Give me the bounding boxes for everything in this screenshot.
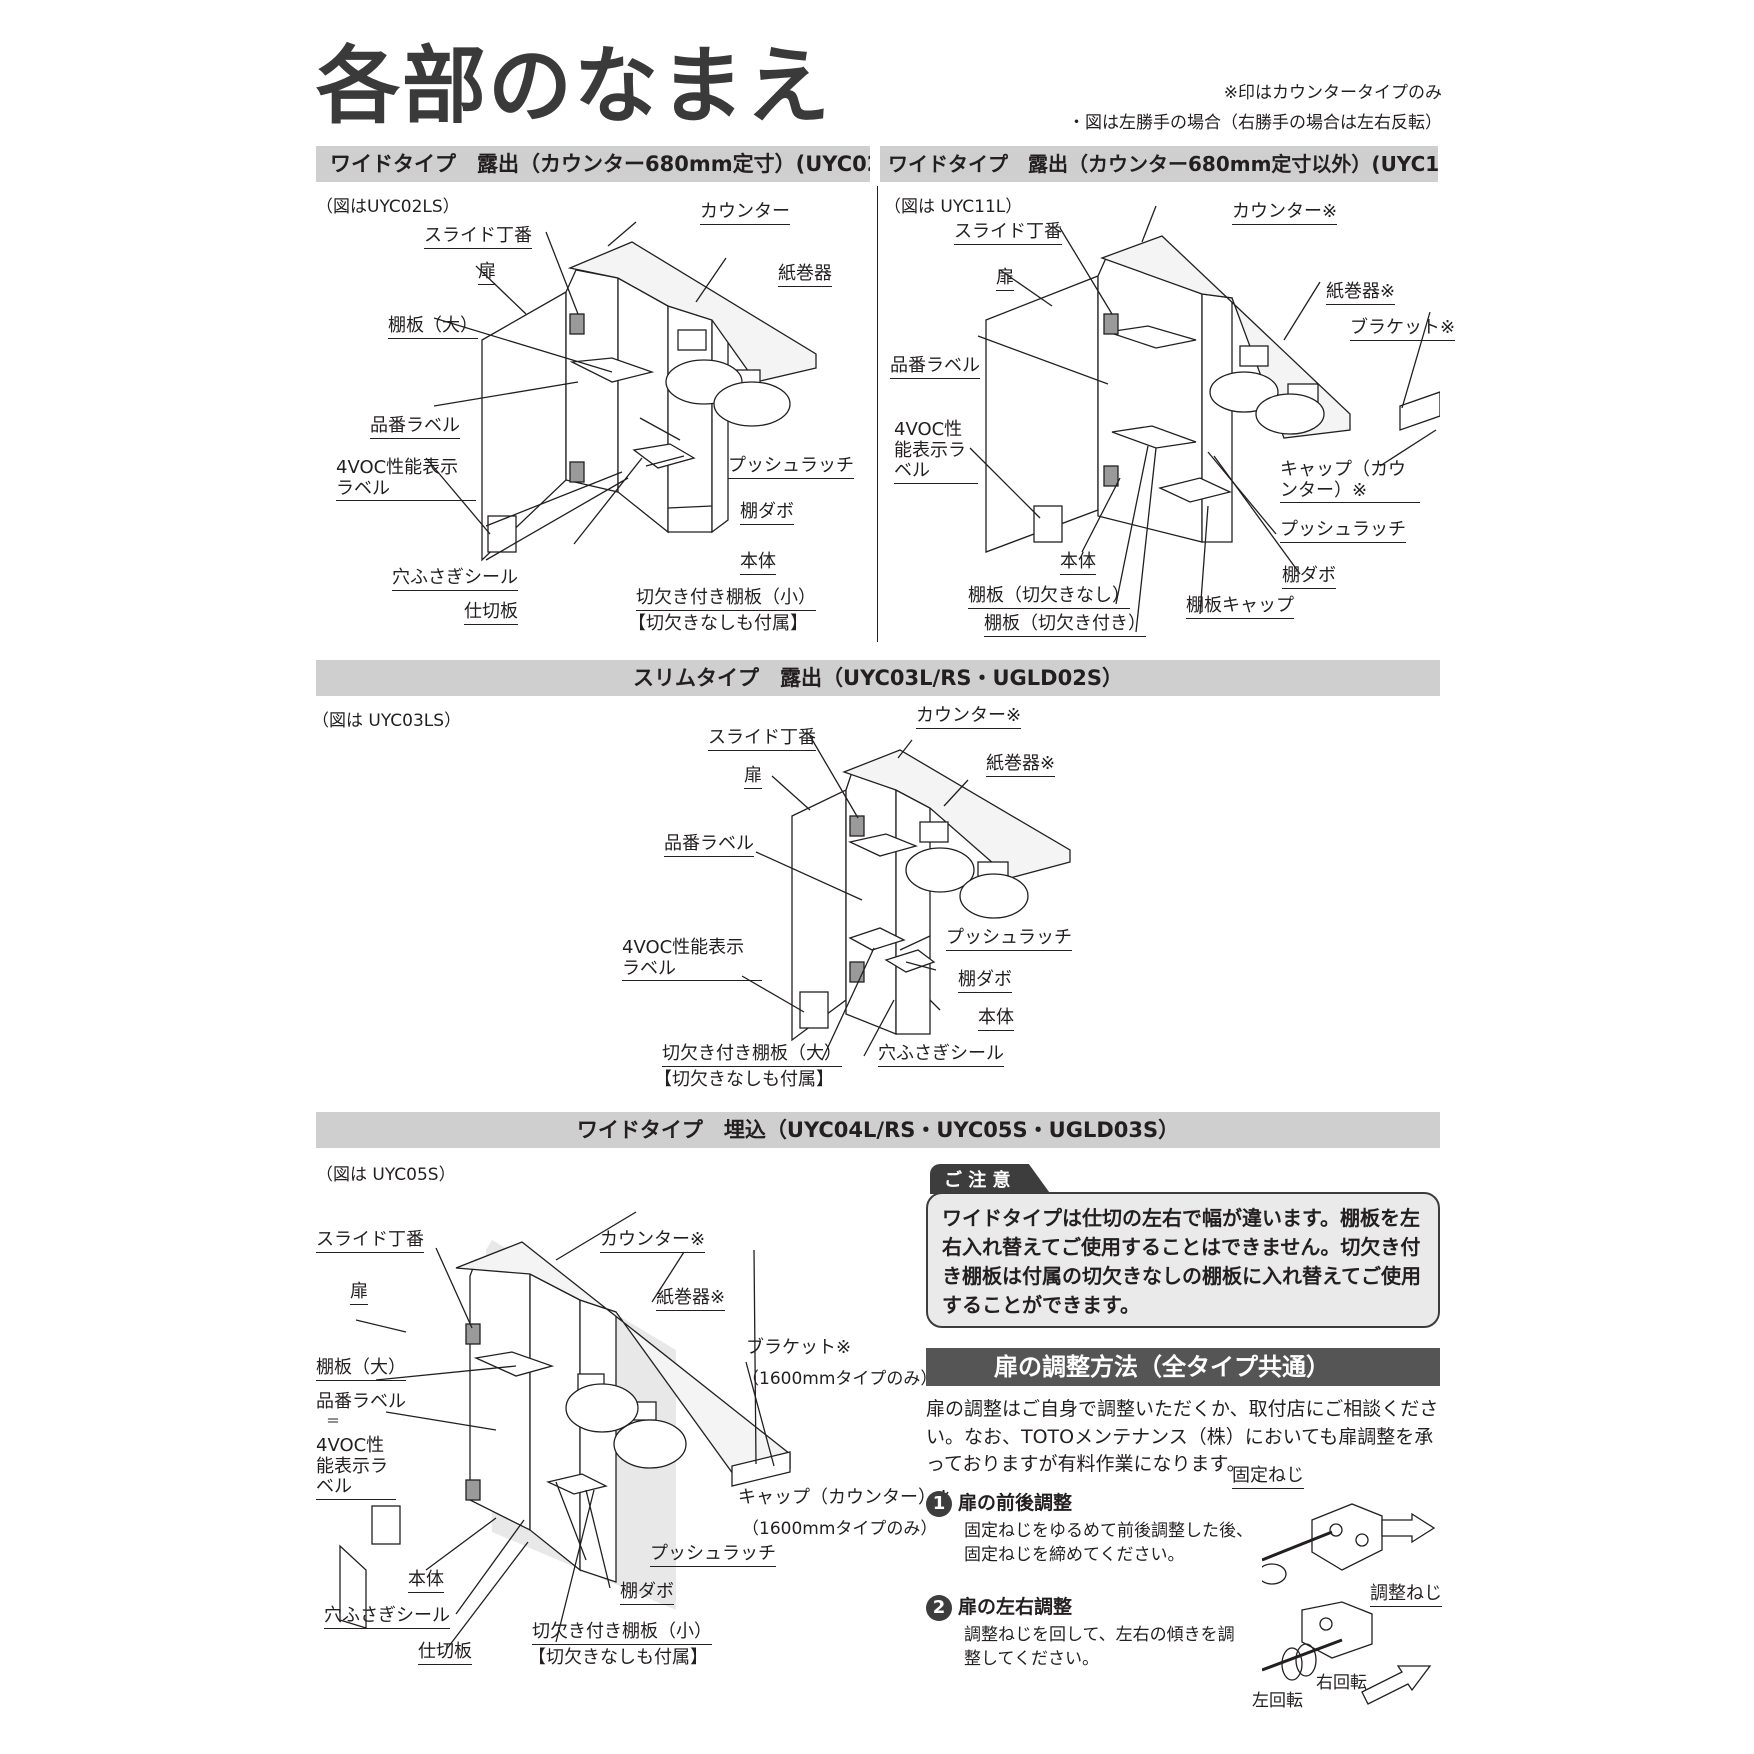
label-door-2: 扉 [996,267,1014,291]
label-counter-3: カウンター※ [916,705,1022,729]
hinge-front-back-illustration [1262,1503,1436,1585]
figure-caption-uyc05s: （図は UYC05S） [316,1165,456,1185]
label-door: 扉 [478,261,496,285]
label-fixing-screw: 固定ねじ [1232,1465,1304,1489]
label-shelf-notch-2: 棚板（切欠き付き） [984,613,1146,637]
diagram-slim-exposed [741,735,1071,1061]
section-bar-slim-exposed: スリムタイプ 露出（UYC03L/RS・UGLD02S） [316,660,1440,696]
label-cap-counter-4: キャップ（カウンター）※ [738,1487,952,1508]
figure-caption-uyc02ls: （図はUYC02LS） [316,197,460,217]
label-bracket-2: ブラケット※ [1350,317,1456,341]
label-counter-2: カウンター※ [1232,201,1338,225]
diagram-wide-embedded [339,1211,791,1651]
section-bar-wide-embedded: ワイドタイプ 埋込（UYC04L/RS・UYC05S・UGLD03S） [316,1112,1440,1148]
label-paper-holder-2: 紙巻器※ [1326,281,1396,305]
step1-text: 固定ねじをゆるめて前後調整した後、固定ねじを締めてください。 [964,1521,1253,1565]
label-shelf-large: 棚板（大） [388,315,478,339]
hinge-left-right-illustration [1262,1601,1432,1705]
step1-heading: 1 扉の前後調整 [926,1488,1072,1517]
label-push-latch-4: プッシュラッチ [650,1543,776,1567]
section-divider [877,186,878,642]
label-body-4: 本体 [408,1569,444,1593]
header-note-left-hand: ・図は左勝手の場合（右勝手の場合は左右反転） [1068,113,1442,133]
caution-tab: ご 注 意 [930,1164,1051,1194]
label-notched-note-4: 【切欠きなしも付属】 [528,1647,708,1668]
step2-text: 調整ねじを回して、左右の傾きを調整してください。 [964,1625,1235,1669]
label-adjust-screw: 調整ねじ [1370,1583,1442,1607]
step2-title: 扉の左右調整 [958,1596,1073,1618]
figure-caption-uyc11l: （図は UYC11L） [884,197,1023,217]
label-hole-seal-3: 穴ふさぎシール [878,1043,1004,1067]
step1-number: 1 [926,1491,952,1517]
label-bracket-note-4: （1600mmタイプのみ） [742,1369,938,1389]
label-partition-4: 仕切板 [418,1641,472,1665]
caution-box: ワイドタイプは仕切の左右で幅が違います。棚板を左右入れ替えてご使用することはでき… [926,1192,1440,1328]
label-partition: 仕切板 [464,601,518,625]
label-cap-counter-2: キャップ（カウンター）※ [1280,459,1420,504]
label-paper-holder-3: 紙巻器※ [986,753,1056,777]
diagram-wide-exposed-other [969,205,1440,633]
label-shelf-dowel-4: 棚ダボ [620,1581,674,1605]
label-door-4: 扉 [350,1281,368,1305]
header-note-counter: ※印はカウンタータイプのみ [1223,83,1442,103]
label-counter-4: カウンター※ [600,1229,706,1253]
label-product-number: 品番ラベル [370,415,460,439]
section-bar-wide-exposed-other: ワイドタイプ 露出（カウンター680mm定寸以外）(UYC11L/R･UGLD1… [880,146,1438,182]
label-cap-note-4: （1600mmタイプのみ） [742,1519,938,1539]
door-adjust-bar: 扉の調整方法（全タイプ共通） [926,1348,1440,1386]
label-notched-note: 【切欠きなしも付属】 [628,613,808,634]
label-product-number-4: 品番ラベル [316,1391,406,1412]
label-equals-4: ＝ [326,1414,340,1430]
label-shelf-no-notch-2: 棚板（切欠きなし） [968,585,1130,609]
label-rotate-left: 左回転 [1252,1691,1303,1711]
label-hole-seal: 穴ふさぎシール [392,567,518,591]
label-slide-hinge: スライド丁番 [424,225,532,249]
label-voc-2: 4VOC性能表示ラベル [894,419,978,485]
label-voc: 4VOC性能表示ラベル [336,457,476,502]
label-voc-4: 4VOC性能表示ラベル [316,1435,396,1501]
label-product-number-3: 品番ラベル [664,833,754,857]
page-title: 各部のなまえ [316,37,833,135]
label-body-3: 本体 [978,1007,1014,1031]
label-paper-holder-4: 紙巻器※ [656,1287,726,1311]
label-slide-hinge-4: スライド丁番 [316,1229,424,1253]
label-slide-hinge-2: スライド丁番 [954,221,1062,245]
label-push-latch: プッシュラッチ [728,455,854,479]
label-body-2: 本体 [1060,551,1096,575]
label-shelf-large-4: 棚板（大） [316,1357,406,1381]
label-slide-hinge-3: スライド丁番 [708,727,816,751]
label-notched-shelf-large-3: 切欠き付き棚板（大） [662,1043,842,1067]
section-bar-wide-exposed-680: ワイドタイプ 露出（カウンター680mm定寸）(UYC02L/RS) [316,146,870,182]
label-hole-seal-4: 穴ふさぎシール [324,1605,450,1629]
figure-caption-uyc03ls: （図は UYC03LS） [312,711,462,731]
door-adjust-intro: 扉の調整はご自身で調整いただくか、取付店にご相談ください。なお、TOTOメンテナ… [926,1398,1439,1476]
label-counter: カウンター [700,201,790,225]
label-rotate-right: 右回転 [1316,1673,1367,1693]
label-shelf-dowel: 棚ダボ [740,501,794,525]
label-shelf-dowel-3: 棚ダボ [958,969,1012,993]
label-push-latch-2: プッシュラッチ [1280,519,1406,543]
step2-number: 2 [926,1595,952,1621]
label-shelf-dowel-2: 棚ダボ [1282,565,1336,589]
diagram-wide-exposed-680 [425,221,817,562]
label-voc-3: 4VOC性能表示ラベル [622,937,762,982]
label-door-3: 扉 [744,765,762,789]
label-notched-shelf-small-4: 切欠き付き棚板（小） [532,1621,712,1645]
label-notched-shelf-small: 切欠き付き棚板（小） [636,587,816,611]
label-shelf-cap-2: 棚板キャップ [1186,595,1294,619]
label-product-number-2: 品番ラベル [890,355,980,379]
step2-heading: 2 扉の左右調整 [926,1592,1072,1621]
label-paper-holder: 紙巻器 [778,263,832,287]
label-push-latch-3: プッシュラッチ [946,927,1072,951]
label-notched-note-3: 【切欠きなしも付属】 [654,1069,834,1090]
label-body: 本体 [740,551,776,575]
label-bracket-4: ブラケット※ [746,1337,852,1358]
step1-title: 扉の前後調整 [958,1492,1073,1514]
